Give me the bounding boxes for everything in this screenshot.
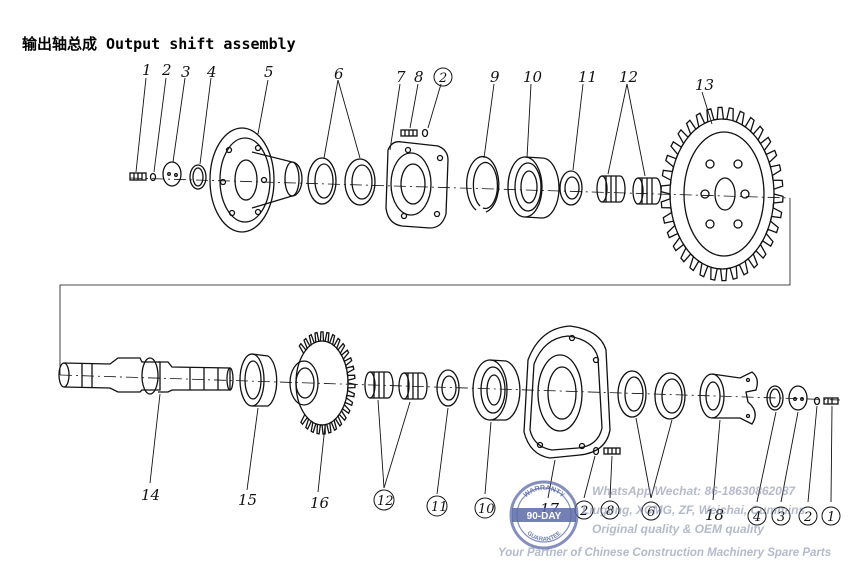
label-2c-circle xyxy=(798,506,818,526)
part-14-output-shaft xyxy=(58,357,234,395)
part-1-bolt xyxy=(129,172,147,181)
label-1-circle xyxy=(821,506,841,526)
label-8: 8 xyxy=(414,68,424,86)
bottom-centerline xyxy=(59,374,841,401)
label-9: 9 xyxy=(490,68,500,86)
label-6-circled: 6 xyxy=(647,505,655,520)
part-10-ball-bearing-bottom xyxy=(472,359,521,421)
label-1: 1 xyxy=(142,61,152,79)
part-16-gear xyxy=(289,331,356,435)
label-4: 4 xyxy=(206,63,217,81)
part-7-seal-housing xyxy=(385,141,449,229)
label-12-circled: 12 xyxy=(377,494,394,509)
part-18-flange-yoke xyxy=(699,371,758,425)
page-title: 输出轴总成 Output shift assembly xyxy=(22,35,296,53)
label-5: 5 xyxy=(264,63,274,81)
part-13-gear xyxy=(660,106,784,282)
label-4-circle xyxy=(747,506,767,526)
part-2-washer-bottom-right xyxy=(813,396,821,406)
label-10: 10 xyxy=(523,68,543,86)
label-2-circled: 2 xyxy=(438,71,447,86)
leader-lines xyxy=(135,77,833,503)
label-12: 12 xyxy=(619,68,638,86)
label-4-circled: 4 xyxy=(752,510,761,525)
label-16: 16 xyxy=(310,494,330,512)
warranty-stamp: WARRANTY 90-DAY GUARANTEE xyxy=(509,480,579,550)
label-7: 7 xyxy=(396,68,406,86)
label-2-circle xyxy=(433,67,453,87)
part-2-washer-bottom xyxy=(592,446,600,456)
label-3: 3 xyxy=(181,63,191,81)
part-9-snap-ring xyxy=(466,155,500,213)
label-14: 14 xyxy=(141,486,160,504)
part-4-oring-bottom xyxy=(766,385,784,411)
part-17-output-housing xyxy=(523,325,611,459)
part-8-bolt-bottom xyxy=(603,447,621,455)
top-centerline xyxy=(129,177,791,199)
part-1-bolt-bottom xyxy=(823,397,839,405)
gear16-teeth xyxy=(298,331,356,435)
label-1-circled: 1 xyxy=(827,510,835,525)
part-5-flange xyxy=(209,127,303,233)
label-10-circled: 10 xyxy=(478,502,495,517)
label-18: 18 xyxy=(705,506,724,524)
label-6: 6 xyxy=(334,65,344,83)
part-15-splined-coupling xyxy=(239,353,278,407)
watermark-tagline: Your Partner of Chinese Construction Mac… xyxy=(498,547,832,559)
part-12-needle-bearings xyxy=(596,175,662,205)
part-8-bolt-top xyxy=(400,129,418,137)
label-11: 11 xyxy=(578,68,597,86)
label-2: 2 xyxy=(161,61,172,79)
gear13-teeth xyxy=(660,106,784,282)
stamp-mid-text: 90-DAY xyxy=(527,511,562,522)
watermark-contact: WhatsApp/Wechat: 86-18630862087 xyxy=(592,484,796,498)
part-3-plate-bottom xyxy=(788,385,808,411)
label-10-circle xyxy=(474,497,496,519)
label-12-circle xyxy=(373,489,395,511)
part-4-oring xyxy=(189,164,207,190)
label-15: 15 xyxy=(238,491,257,509)
label-8-circle xyxy=(600,500,620,520)
stamp-bottom-text: GUARANTEE xyxy=(526,531,563,544)
part-6-oil-seals-bottom xyxy=(617,370,686,420)
label-11-circled: 11 xyxy=(431,500,448,515)
watermark-brands: Liugong, XCMG, ZF, Weichai, Cummins xyxy=(582,503,806,517)
label-3-circle xyxy=(771,506,791,526)
part-11-spacer-bottom xyxy=(436,369,460,407)
part-2-washer-top xyxy=(421,128,429,138)
watermark-quality: Original quality & OEM quality xyxy=(592,522,765,536)
part-11-spacer xyxy=(559,170,583,206)
label-13: 13 xyxy=(695,76,714,94)
part-labels: 1 2 3 4 5 6 7 8 2 9 10 11 12 13 14 15 16… xyxy=(141,61,841,526)
part-6-oil-seals xyxy=(307,157,376,206)
part-3-plate xyxy=(162,161,182,187)
label-8-circled: 8 xyxy=(606,504,614,519)
connector-line xyxy=(59,198,791,375)
label-3-circled: 3 xyxy=(777,510,785,525)
label-11-circle xyxy=(426,495,448,517)
part-10-ball-bearing xyxy=(507,156,560,219)
svg-text:GUARANTEE: GUARANTEE xyxy=(526,531,563,544)
label-6-circle xyxy=(641,501,661,521)
label-2c-circled: 2 xyxy=(803,510,812,525)
part-12-needle-bearings-bottom xyxy=(364,371,428,400)
label-2b-circled: 2 xyxy=(579,504,588,519)
part-2-washer xyxy=(149,172,157,182)
